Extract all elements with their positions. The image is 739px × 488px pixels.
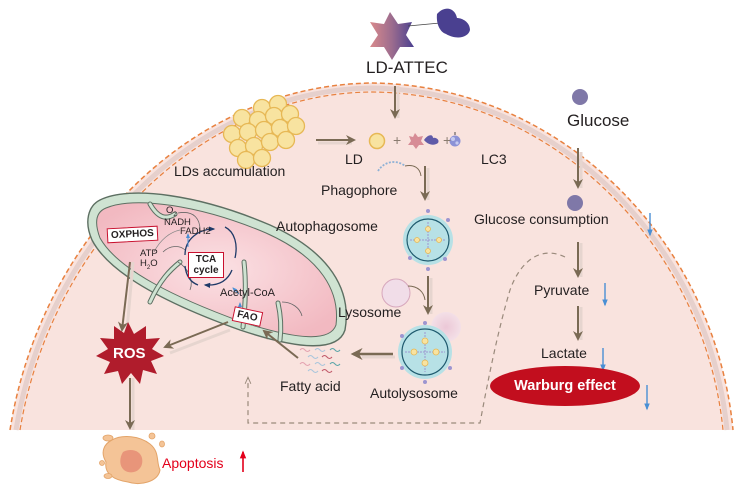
attec-ligand-icon [436, 8, 470, 38]
ld-attec-label: LD-ATTEC [366, 58, 448, 77]
attec-star-icon [370, 12, 414, 60]
fatty-acid-icon [299, 348, 341, 373]
autophagosome-icon [403, 209, 453, 271]
autophagosome-label: Autophagosome [276, 218, 378, 234]
nadh-label: NADH [164, 217, 191, 228]
oxphos-box: OXPHOS [106, 225, 159, 244]
ld-attec-molecule [370, 8, 470, 60]
lipid-droplet-icon [368, 132, 386, 150]
acetyl-coa-label: Acetyl-CoA [220, 287, 276, 299]
fatty-acid-label: Fatty acid [280, 378, 341, 394]
glucose-consumption-label: Glucose consumption [474, 211, 609, 227]
h2o-h: H [140, 258, 147, 269]
tca-cycle-arc-top [184, 226, 216, 256]
dashed-feedback-path [248, 252, 566, 424]
lipid-droplet-cluster [222, 94, 306, 170]
tca-cycle-arc-bottom [203, 269, 233, 288]
lactate-label: Lactate [541, 345, 587, 361]
attec-small-icon [408, 133, 439, 149]
cell-membrane-inner [13, 85, 730, 431]
ros-label: ROS [113, 345, 146, 362]
warburg-effect-badge: Warburg effect [490, 366, 640, 406]
oxphos-to-ros-arrow [117, 261, 131, 332]
tca-label: TCA [195, 254, 217, 265]
autolysosome-icon [398, 312, 461, 384]
phagophore-label: Phagophore [321, 182, 398, 198]
lysosome-icon [381, 278, 411, 308]
fadh2-label: FADH2 [180, 226, 211, 237]
glucose-label: Glucose [567, 111, 630, 130]
autolysosome-label: Autolysosome [370, 385, 458, 401]
apoptotic-cell-icon [99, 432, 165, 484]
ros-starburst-icon [96, 322, 164, 384]
pyruvate-label: Pyruvate [534, 282, 590, 298]
h2o-label: H2O [140, 259, 158, 271]
phagophore-icon [377, 161, 406, 172]
plus-sign-2: + [443, 132, 452, 148]
o2-o: O [166, 205, 174, 216]
o2-label: O2 [166, 206, 177, 218]
tca-cycle-box: TCA cycle [188, 252, 224, 278]
cell [9, 82, 734, 431]
lysosome-label: Lysosome [338, 304, 402, 320]
glucose-internal-icon [567, 195, 583, 211]
fao-to-ros-arrow [163, 321, 229, 349]
cycle-label: cycle [193, 265, 219, 276]
glucose-molecule-icon [572, 89, 588, 105]
lc3-label: LC3 [481, 151, 507, 167]
h2o-sub: 2 [146, 264, 151, 271]
cell-membrane [9, 82, 734, 431]
attec-linker [407, 22, 441, 27]
apoptosis-label: Apoptosis [162, 455, 224, 471]
o2-sub: 2 [173, 211, 177, 218]
lds-accumulation-label: LDs accumulation [174, 163, 286, 179]
cell-membrane-inner-dash [19, 91, 724, 431]
ld-label: LD [345, 151, 363, 167]
cell-cytoplasm [10, 83, 733, 430]
fatty-acid-to-fao-arrow [262, 329, 299, 359]
plus-sign-1: + [393, 132, 402, 148]
lc3-protein-icon [449, 132, 461, 147]
atp-label: ATP [140, 248, 158, 259]
h2o-o: O [150, 258, 158, 269]
